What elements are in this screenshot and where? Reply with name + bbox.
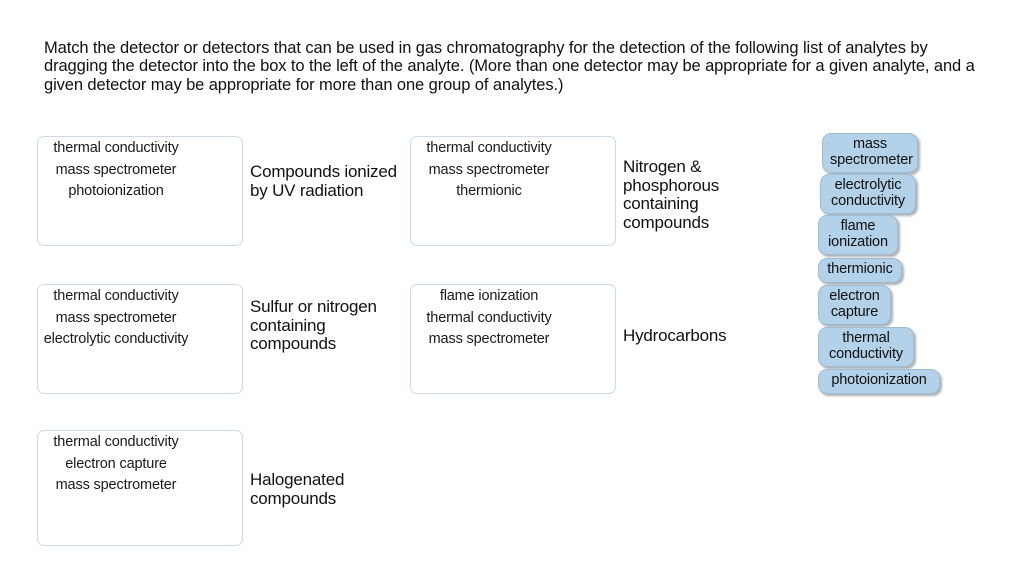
analyte-label-nitrogen-phosphorous: Nitrogen & phosphorous containing compou… xyxy=(623,157,720,232)
dropzone-items: thermal conductivity electron capture ma… xyxy=(38,434,242,494)
dropped-detector[interactable]: flame ionization xyxy=(439,288,539,304)
detector-chip-electrolytic-conductivity[interactable]: electrolytic conductivity xyxy=(820,174,916,214)
detector-chip-thermal-conductivity[interactable]: thermal conductivity xyxy=(818,327,914,367)
dropped-detector[interactable]: electron capture xyxy=(65,455,167,472)
analyte-label-halogenated: Halogenated compounds xyxy=(250,470,345,508)
dropped-detector[interactable]: thermal conductivity xyxy=(426,140,552,156)
dropzone-hydrocarbons[interactable]: flame ionization thermal conductivity ma… xyxy=(410,284,616,394)
analyte-label-hydrocarbons: Hydrocarbons xyxy=(623,326,727,345)
dropped-detector[interactable]: electrolytic conductivity xyxy=(43,331,189,347)
dropzone-items: thermal conductivity mass spectrometer p… xyxy=(38,140,242,200)
dropped-detector[interactable]: thermionic xyxy=(456,183,522,199)
detector-chip-electron-capture[interactable]: electron capture xyxy=(818,285,891,325)
analyte-label-sulfur-nitrogen: Sulfur or nitrogen containing compounds xyxy=(250,297,377,353)
dropped-detector[interactable]: thermal conductivity xyxy=(53,288,179,304)
dropzone-items: flame ionization thermal conductivity ma… xyxy=(411,288,615,348)
dropped-detector[interactable]: mass spectrometer xyxy=(428,331,550,347)
dropzone-sulfur-nitrogen[interactable]: thermal conductivity mass spectrometer e… xyxy=(37,284,243,394)
dropped-detector[interactable]: mass spectrometer xyxy=(55,309,177,326)
dropzone-compounds-ionized-by-uv[interactable]: thermal conductivity mass spectrometer p… xyxy=(37,136,243,246)
detector-chip-mass-spectrometer[interactable]: mass spectrometer xyxy=(822,133,918,173)
dropped-detector[interactable]: mass spectrometer xyxy=(428,161,550,178)
dropzone-items: thermal conductivity mass spectrometer e… xyxy=(38,288,242,348)
detector-chip-photoionization[interactable]: photoionization xyxy=(818,369,940,394)
dropzone-items: thermal conductivity mass spectrometer t… xyxy=(411,140,615,200)
dropped-detector[interactable]: mass spectrometer xyxy=(55,477,177,493)
dropzone-halogenated[interactable]: thermal conductivity electron capture ma… xyxy=(37,430,243,546)
detector-chip-tray: mass spectrometer electrolytic conductiv… xyxy=(818,133,1018,403)
dropped-detector[interactable]: mass spectrometer xyxy=(55,161,177,178)
dropzone-nitrogen-phosphorous[interactable]: thermal conductivity mass spectrometer t… xyxy=(410,136,616,246)
dropped-detector[interactable]: thermal conductivity xyxy=(53,434,179,450)
detector-chip-thermionic[interactable]: thermionic xyxy=(818,258,902,283)
dropped-detector[interactable]: thermal conductivity xyxy=(426,309,552,326)
dropped-detector[interactable]: thermal conductivity xyxy=(53,140,179,156)
detector-chip-flame-ionization[interactable]: flame ionization xyxy=(818,215,898,255)
dropped-detector[interactable]: photoionization xyxy=(68,183,164,199)
analyte-label-compounds-ionized-by-uv: Compounds ionized by UV radiation xyxy=(250,162,397,200)
instruction-text: Match the detector or detectors that can… xyxy=(44,38,975,94)
